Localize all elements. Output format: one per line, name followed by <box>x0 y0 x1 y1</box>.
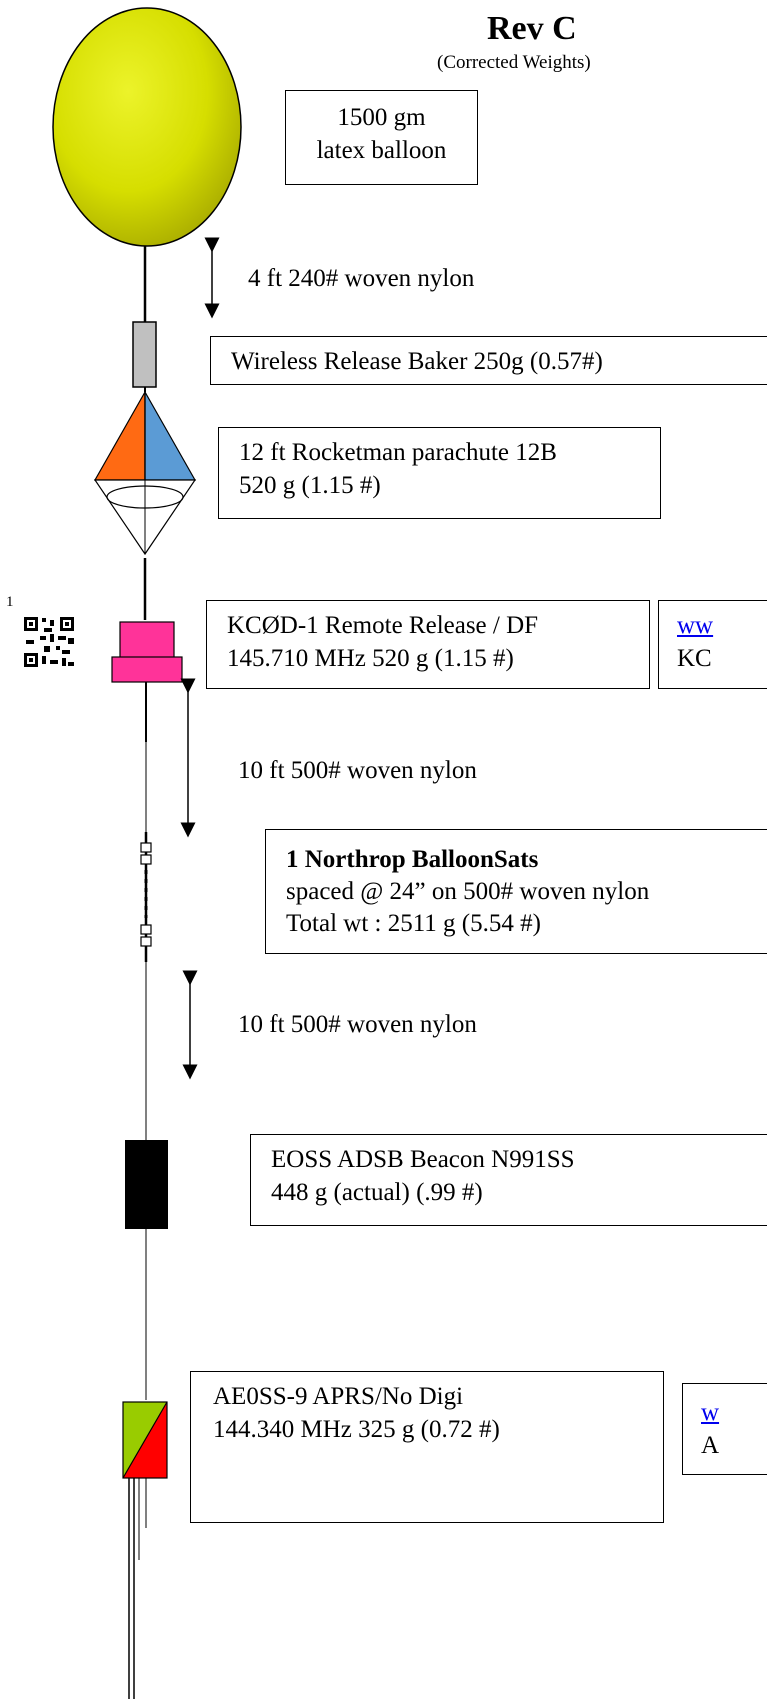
adsb-box: EOSS ADSB Beacon N991SS 448 g (actual) (… <box>250 1134 767 1226</box>
remote-release-side-text: KC <box>677 645 712 672</box>
remote-release-line1: KCØD-1 Remote Release / DF <box>227 612 539 639</box>
wireless-release-box: Wireless Release Baker 250g (0.57#) <box>210 336 767 385</box>
remote-release-link-box: ww KC <box>658 600 767 689</box>
page-title: Rev C <box>487 10 577 47</box>
wireless-release-shape <box>132 321 157 388</box>
aprs-link[interactable]: w <box>701 1399 720 1426</box>
aprs-line2: 144.340 MHz 325 g (0.72 #) <box>213 1416 500 1443</box>
page-subtitle: (Corrected Weights) <box>437 52 591 73</box>
footnote-marker: 1 <box>6 594 14 610</box>
aprs-shape-diagonal <box>122 1401 168 1479</box>
balloonsats-spacing: spaced @ 24” on 500# woven nylon <box>286 878 650 905</box>
remote-release-base <box>111 656 183 683</box>
adsb-line2: 448 g (actual) (.99 #) <box>271 1179 483 1206</box>
remote-release-top <box>119 621 175 659</box>
adsb-line1: EOSS ADSB Beacon N991SS <box>271 1146 575 1173</box>
remote-release-link[interactable]: ww <box>677 612 714 639</box>
balloonsats-total-weight: Total wt : 2511 g (5.54 #) <box>286 910 541 937</box>
balloonsats-box: 1 Northrop BalloonSats spaced @ 24” on 5… <box>265 829 767 954</box>
parachute-left-panel <box>93 389 146 481</box>
aprs-shape-border <box>122 1401 168 1479</box>
aprs-side-text: A <box>701 1432 720 1459</box>
remote-release-line2: 145.710 MHz 520 g (1.15 #) <box>227 645 514 672</box>
balloonsats-title: 1 Northrop BalloonSats <box>286 846 539 873</box>
balloonsats-string <box>140 832 152 962</box>
parachute-box: 12 ft Rocketman parachute 12B 520 g (1.1… <box>218 427 661 519</box>
lead-10ft-b-label: 10 ft 500# woven nylon <box>238 1011 477 1038</box>
parachute-line1: 12 ft Rocketman parachute 12B <box>239 439 557 466</box>
aprs-line1: AE0SS-9 APRS/No Digi <box>213 1383 464 1410</box>
adsb-beacon-shape <box>125 1140 168 1229</box>
lead-10ft-a-label: 10 ft 500# woven nylon <box>238 757 477 784</box>
aprs-box: AE0SS-9 APRS/No Digi 144.340 MHz 325 g (… <box>190 1371 664 1523</box>
qr-code-icon <box>24 617 74 667</box>
balloon-line1: 1500 gm <box>337 104 426 131</box>
aprs-link-box: w A <box>682 1383 767 1475</box>
parachute-line2: 520 g (1.15 #) <box>239 472 381 499</box>
balloon-line2: latex balloon <box>316 137 447 164</box>
wireless-release-label: Wireless Release Baker 250g (0.57#) <box>231 348 603 375</box>
balloon-label-box: 1500 gm latex balloon <box>285 90 478 185</box>
remote-release-box: KCØD-1 Remote Release / DF 145.710 MHz 5… <box>206 600 650 689</box>
lead-4ft-label: 4 ft 240# woven nylon <box>248 265 475 292</box>
parachute-right-panel <box>144 389 197 481</box>
balloon-shape <box>52 7 242 247</box>
